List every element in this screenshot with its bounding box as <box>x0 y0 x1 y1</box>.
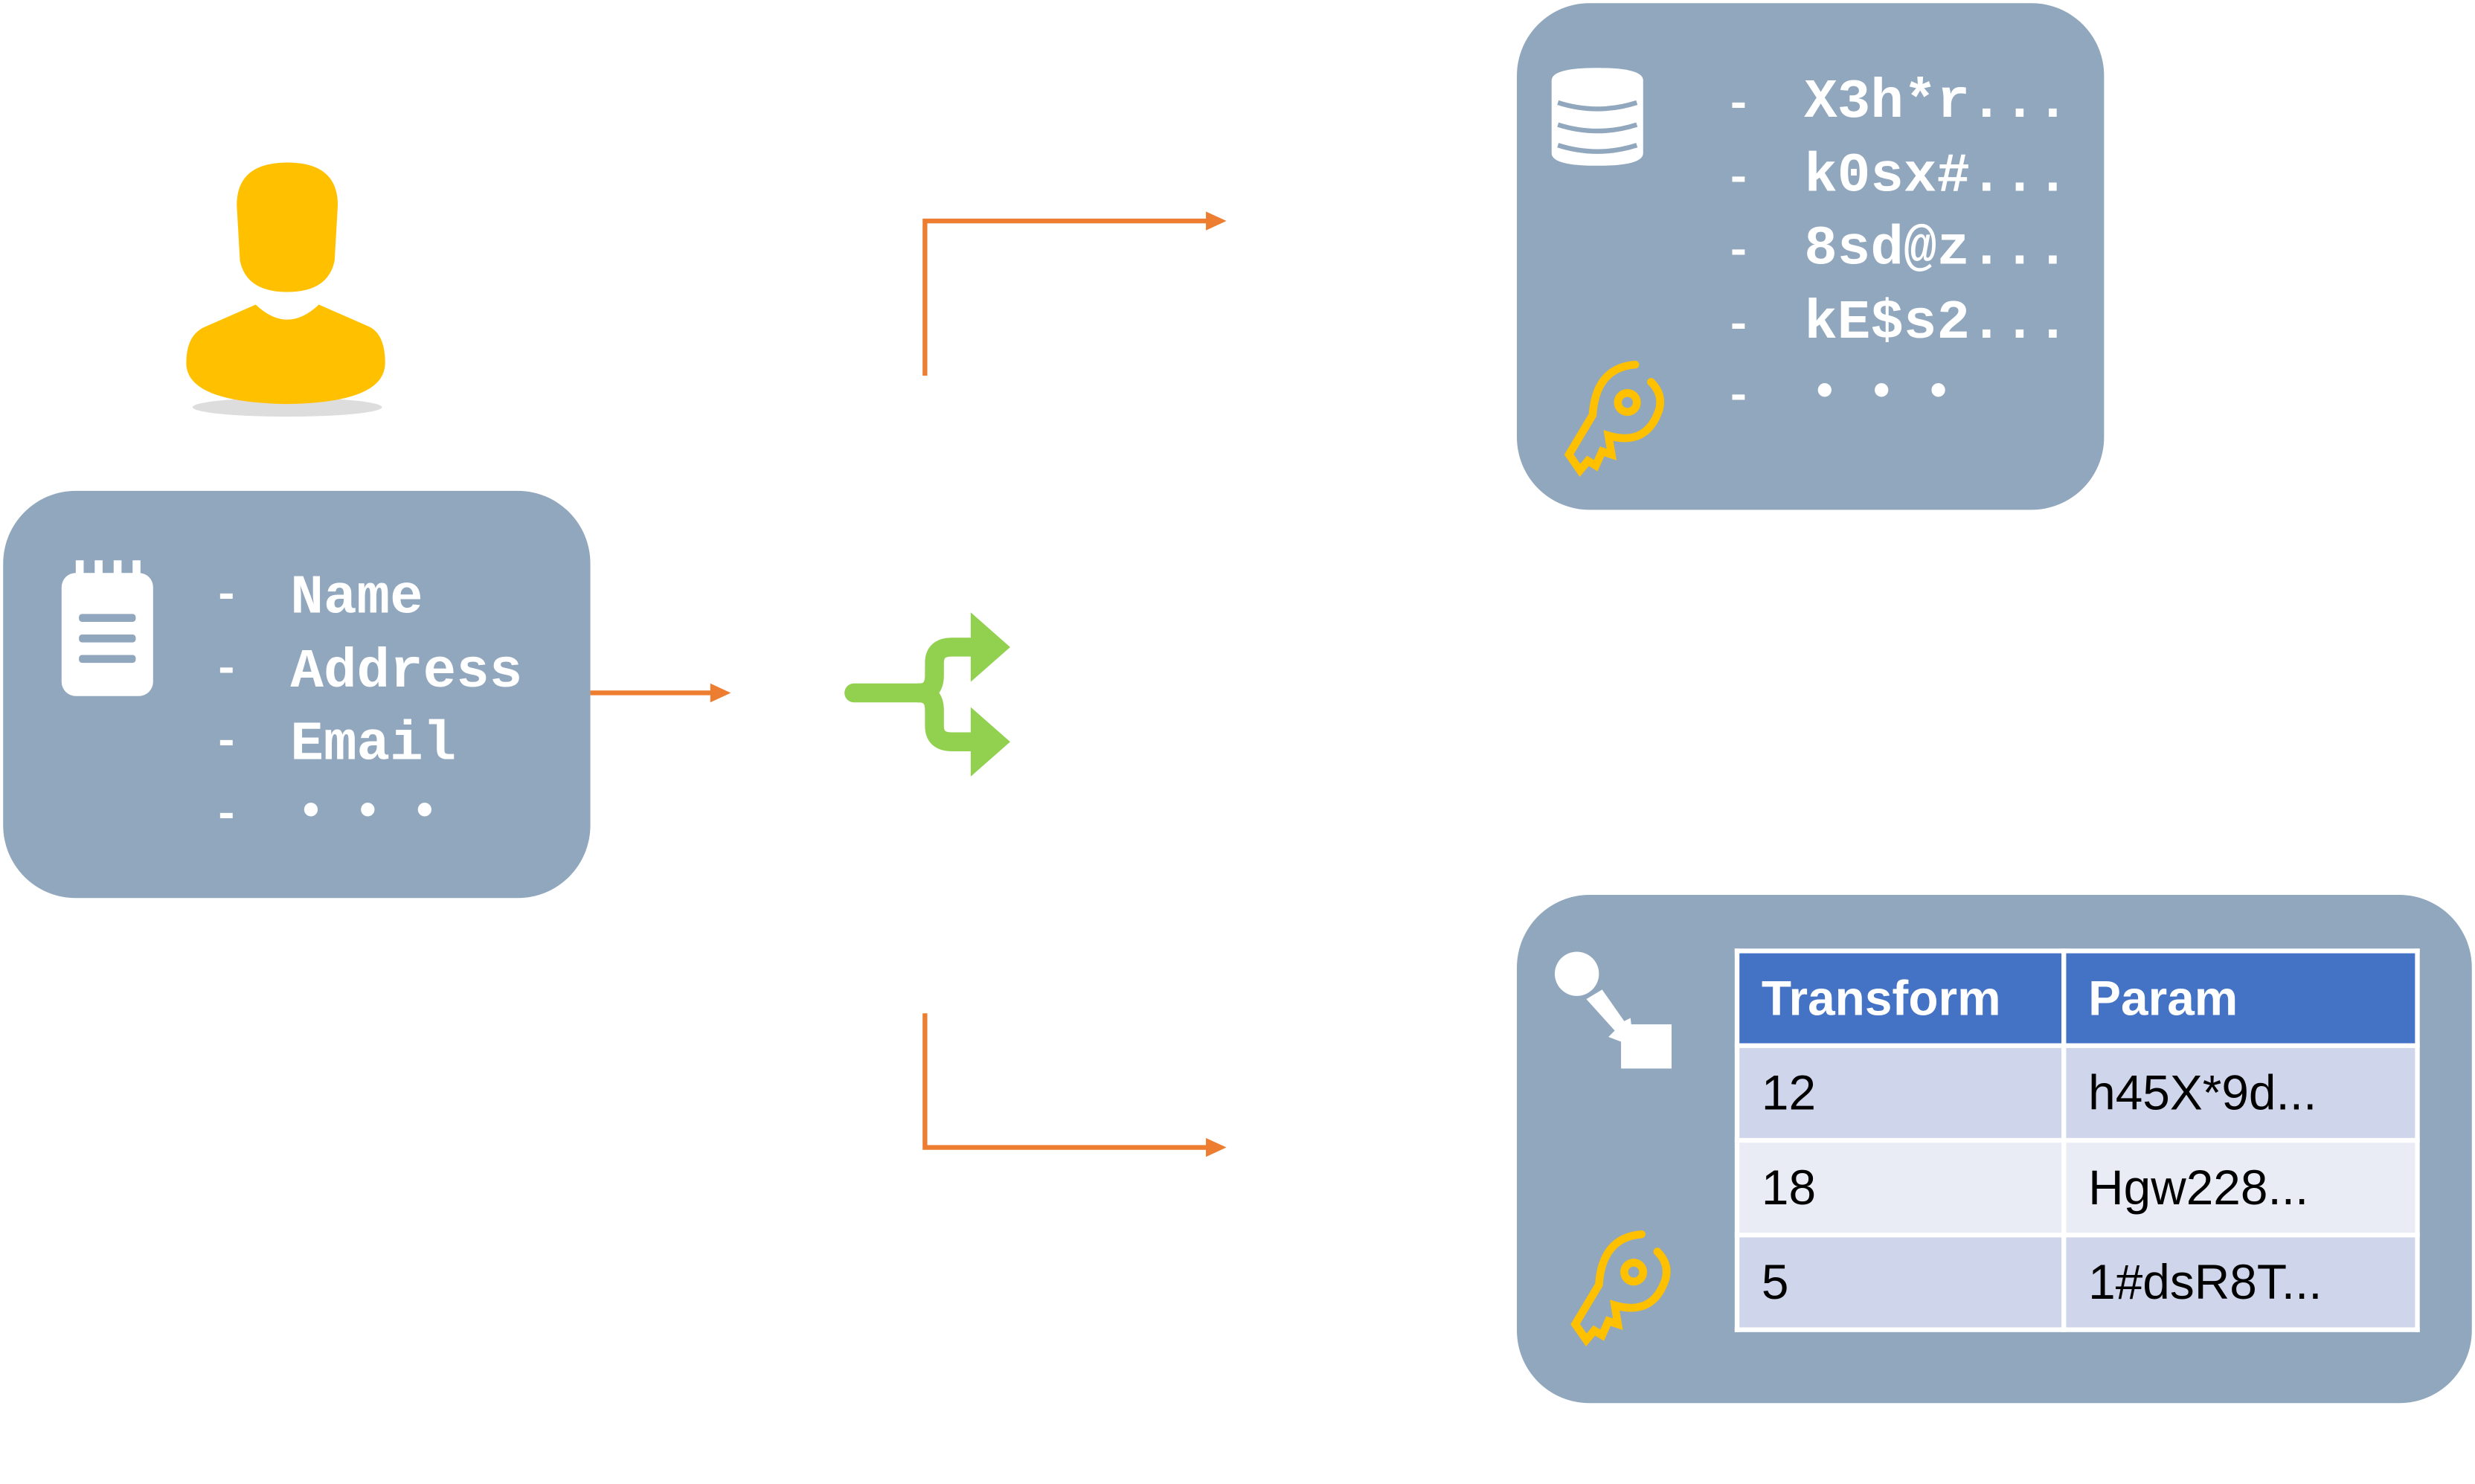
bullet-dash: - <box>213 792 240 841</box>
table-row: 12 h45X*9d... <box>1734 1043 2420 1143</box>
cell-param: h45X*9d... <box>2061 1043 2420 1143</box>
source-record-box: - - - - Name Address Email • • • <box>3 490 591 899</box>
bullet-dash: - <box>213 646 240 696</box>
bullet-dash: - <box>213 573 240 622</box>
encrypted-value: 8sd@z... <box>1804 217 2070 281</box>
cell-transform: 5 <box>1734 1233 2067 1332</box>
encrypted-more: • • • <box>1810 367 1953 422</box>
person-icon <box>186 162 385 417</box>
table-header: Transform Param <box>1734 948 2420 1048</box>
key-icon <box>1570 1230 1671 1347</box>
bullet-dash: - <box>213 719 240 769</box>
bullet-dash: - <box>1725 82 1752 132</box>
transform-table: Transform Param 12 h45X*9d... 18 Hgw228.… <box>1734 948 2420 1332</box>
field-name: Name <box>290 566 423 630</box>
header-transform: Transform <box>1734 948 2067 1048</box>
bullet-dash: - <box>1725 373 1752 423</box>
transform-store-box: Transform Param 12 h45X*9d... 18 Hgw228.… <box>1517 895 2472 1404</box>
header-param: Param <box>2061 948 2420 1048</box>
notepad-icon <box>61 560 153 696</box>
split-icon <box>844 612 1010 777</box>
bullet-dash: - <box>1725 303 1752 353</box>
encrypted-store-box: - - - - - X3h*r... k0sx#... 8sd@z... kE$… <box>1517 3 2105 510</box>
encrypted-value: X3h*r... <box>1804 71 2070 135</box>
encrypted-value: kE$s2... <box>1804 292 2070 356</box>
field-address: Address <box>290 640 523 704</box>
cell-param: Hgw228... <box>2061 1137 2420 1238</box>
bottom-branch-arrow <box>922 1013 1210 1150</box>
key-icon <box>1564 360 1665 478</box>
cell-transform: 12 <box>1734 1043 2067 1143</box>
encrypted-value: k0sx#... <box>1804 145 2070 209</box>
bullet-dash: - <box>1725 228 1752 278</box>
bullet-dash: - <box>1725 156 1752 205</box>
cell-param: 1#dsR8T... <box>2061 1233 2420 1332</box>
field-more: • • • <box>296 787 439 841</box>
table-row: 18 Hgw228... <box>1734 1137 2420 1238</box>
transform-icon <box>1554 951 1672 1069</box>
top-branch-arrow <box>922 218 1210 376</box>
database-icon <box>1551 68 1643 166</box>
field-email: Email <box>290 713 457 777</box>
cell-transform: 18 <box>1734 1137 2067 1238</box>
table-row: 5 1#dsR8T... <box>1734 1233 2420 1332</box>
